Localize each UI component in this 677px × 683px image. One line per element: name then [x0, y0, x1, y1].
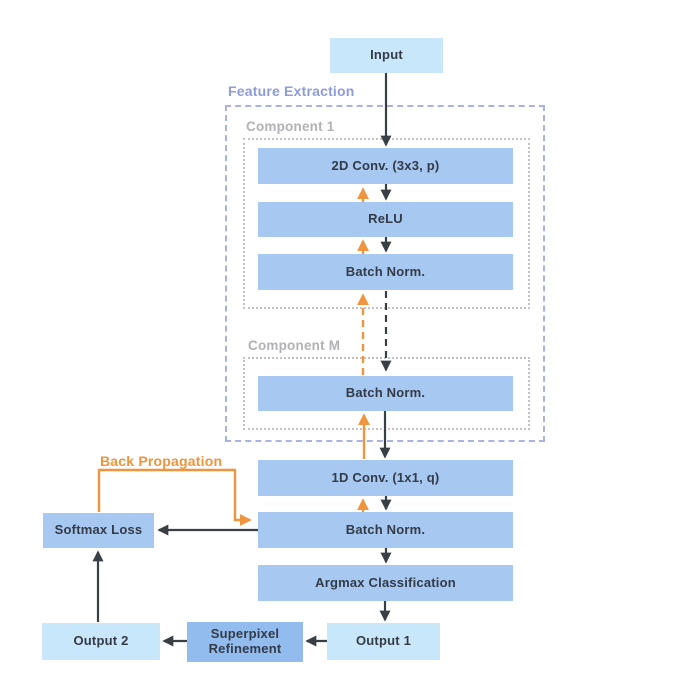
node-batch-norm-component-m: Batch Norm.: [258, 376, 513, 411]
back-propagation-label: Back Propagation: [100, 453, 223, 469]
node-batch-norm-head: Batch Norm.: [258, 512, 513, 548]
node-input: Input: [330, 38, 443, 73]
node-softmax-loss: Softmax Loss: [43, 513, 154, 548]
node-output-1: Output 1: [327, 623, 440, 660]
node-1d-conv: 1D Conv. (1x1, q): [258, 460, 513, 496]
node-batch-norm-component1: Batch Norm.: [258, 254, 513, 290]
node-argmax-classification: Argmax Classification: [258, 565, 513, 601]
node-output-2: Output 2: [42, 623, 160, 660]
node-relu: ReLU: [258, 202, 513, 237]
node-superpixel-refinement: Superpixel Refinement: [187, 622, 303, 662]
node-2d-conv: 2D Conv. (3x3, p): [258, 148, 513, 184]
component-m-label: Component M: [248, 338, 341, 353]
component-1-label: Component 1: [246, 119, 335, 134]
feature-extraction-label: Feature Extraction: [228, 83, 355, 99]
